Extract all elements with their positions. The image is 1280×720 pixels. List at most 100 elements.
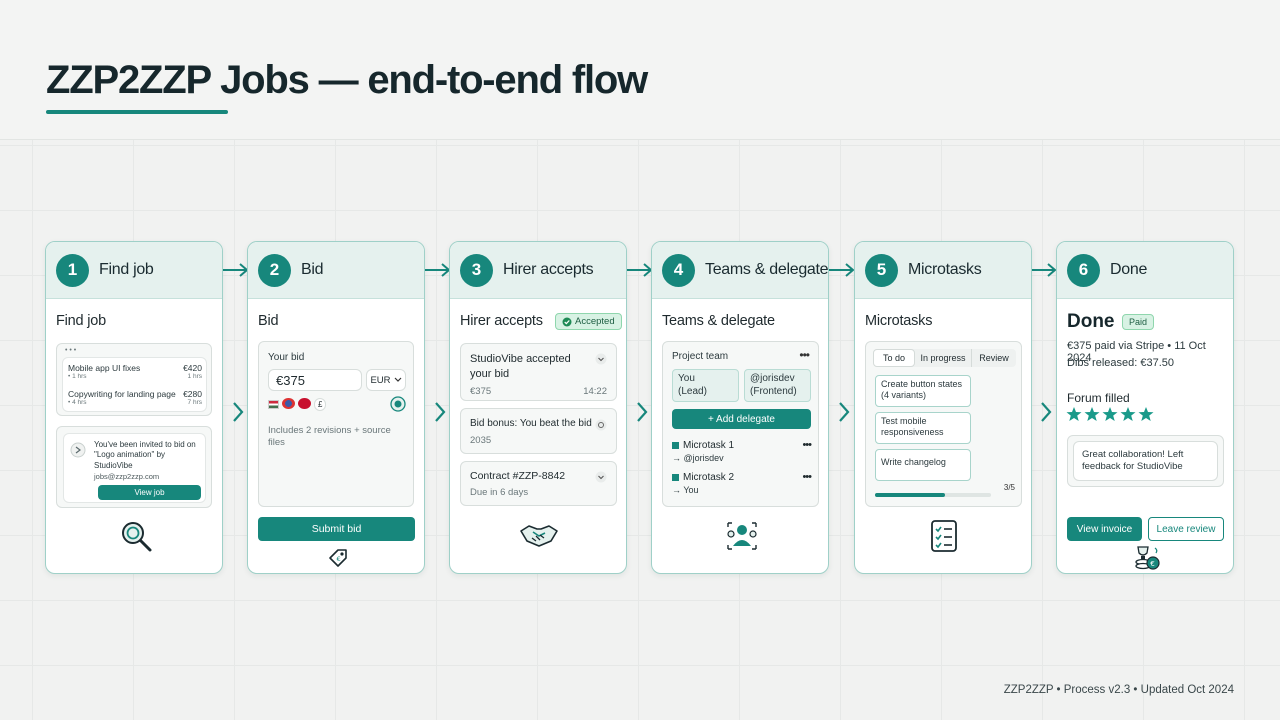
step-header: 5 Microtasks: [855, 242, 1031, 299]
view-job-button[interactable]: View job: [98, 485, 201, 500]
circle-icon[interactable]: [595, 419, 607, 431]
team-panel: Project team ••• You (Lead) @jorisdev (F…: [662, 341, 819, 507]
step-subtitle: Hirer accepts: [460, 313, 543, 329]
more-icon[interactable]: •••: [802, 439, 812, 451]
step-title: Bid: [301, 261, 324, 278]
task-checkbox-icon[interactable]: [672, 441, 679, 449]
progress-fill: [875, 493, 945, 497]
footer-version: ZZP2ZZP • Process v2.3 • Updated Oct 202…: [1003, 684, 1234, 696]
task-card[interactable]: Create button states (4 variants): [875, 375, 971, 407]
chevron-right-icon: [637, 402, 648, 422]
invite-panel: You've been invited to bid on "Logo anim…: [63, 433, 206, 503]
team-member[interactable]: You (Lead): [672, 369, 739, 402]
list-item[interactable]: StudioVibe accepted your bid €375 14:22: [460, 343, 617, 401]
step-header: 2 Bid: [248, 242, 424, 299]
item-meta: 2035: [470, 435, 492, 446]
task-card[interactable]: Test mobile responsiveness: [875, 412, 971, 444]
checklist-icon: [931, 520, 957, 552]
member-name: @jorisdev: [750, 373, 795, 384]
step-header: 1 Find job: [46, 242, 222, 299]
more-icon[interactable]: •••: [799, 348, 810, 362]
list-item[interactable]: Microtask 1 ••• → @jorisdev: [672, 439, 812, 463]
chevron-right-icon: [1041, 402, 1052, 422]
flag-us-icon[interactable]: [282, 398, 295, 409]
invite-text: You've been invited to bid on "Logo anim…: [94, 440, 196, 470]
gbp-option[interactable]: £: [314, 398, 327, 411]
paid-badge: Paid: [1122, 314, 1155, 330]
chevron-right-icon: [233, 402, 244, 422]
feedback-inner: Great collaboration! Left feedback for S…: [1073, 441, 1218, 481]
check-circle-icon: [390, 396, 406, 412]
task-assignee: → You: [672, 485, 699, 495]
chevron-down-icon[interactable]: [595, 471, 607, 483]
search-icon: [122, 522, 152, 552]
window-dots: • • •: [65, 347, 77, 354]
step-subtitle: Bid: [258, 313, 279, 329]
item-title: Bid bonus: You beat the bid: [470, 418, 592, 429]
step-subtitle: Microtasks: [865, 313, 933, 329]
step-title: Done: [1110, 261, 1148, 278]
tab-in-progress[interactable]: In progress: [920, 353, 966, 363]
step-number: 3: [460, 253, 493, 287]
list-item[interactable]: Contract #ZZP-8842 Due in 6 days: [460, 461, 617, 506]
tab-review[interactable]: Review: [971, 349, 1016, 367]
member-role: (Lead): [678, 385, 707, 397]
item-meta: Due in 6 days: [470, 487, 529, 498]
tab-to-do[interactable]: To do: [873, 349, 915, 367]
team-icon: [727, 522, 757, 550]
task-checkbox-icon[interactable]: [672, 473, 679, 481]
rating-stars: [1066, 406, 1154, 422]
svg-text:€: €: [1150, 560, 1154, 568]
step-title: Teams & delegate: [705, 261, 829, 278]
forum-label: Forum filled: [1067, 391, 1130, 405]
step-card-bid: 2 Bid Bid Your bid €375 EUR £ Includes 2…: [247, 241, 425, 574]
team-label: Project team: [672, 351, 729, 362]
add-delegate-button[interactable]: + Add delegate: [672, 409, 811, 429]
flag-uk-icon[interactable]: [298, 398, 311, 409]
header-arrow-4: [826, 263, 855, 277]
list-item[interactable]: Microtask 2 ••• → You: [672, 471, 812, 495]
list-item[interactable]: Copywriting for landing page€280 • 4 hrs…: [68, 389, 202, 406]
step-card-microtasks: 5 Microtasks Microtasks To do In progres…: [854, 241, 1032, 574]
step-card-find-job: 1 Find job Find job • • • Mobile app UI …: [45, 241, 223, 574]
step-number: 6: [1067, 253, 1100, 287]
star-icon: [1120, 407, 1136, 421]
step-title: Find job: [99, 261, 154, 278]
step-card-done: 6 Done Done Paid €375 paid via Stripe • …: [1056, 241, 1234, 574]
currency-value: EUR: [370, 374, 391, 386]
item-meta: €375: [470, 386, 492, 397]
title-underline: [46, 110, 228, 114]
more-icon[interactable]: •••: [802, 471, 812, 483]
star-icon: [1084, 407, 1100, 421]
progress-track: [875, 493, 991, 497]
step-card-hirer-accepts: 3 Hirer accepts Hirer accepts Accepted S…: [449, 241, 627, 574]
chevron-down-icon: [394, 377, 401, 382]
coins-trophy-icon: €: [1135, 546, 1160, 570]
feedback-text: Great collaboration! Left feedback for S…: [1082, 449, 1184, 473]
currency-select[interactable]: EUR: [366, 369, 406, 391]
step-header: 6 Done: [1057, 242, 1233, 299]
task-card[interactable]: Write changelog: [875, 449, 971, 481]
list-item[interactable]: Bid bonus: You beat the bid 2035: [460, 408, 617, 454]
view-invoice-button[interactable]: View invoice: [1067, 517, 1142, 541]
listing-price-meta: 1 hrs: [187, 373, 202, 380]
bid-amount-input[interactable]: €375: [268, 369, 362, 391]
bid-note: Includes 2 revisions + source files: [268, 425, 391, 449]
step-header: 3 Hirer accepts: [450, 242, 626, 299]
team-member[interactable]: @jorisdev (Frontend): [744, 369, 811, 402]
header-arrow-5: [1028, 263, 1057, 277]
step-title: Microtasks: [908, 261, 982, 278]
payment-line: €375 paid via Stripe • 11 Oct 2024: [1067, 340, 1206, 364]
step-header: 4 Teams & delegate: [652, 242, 828, 299]
leave-review-button[interactable]: Leave review: [1148, 517, 1224, 541]
chevron-down-icon[interactable]: [595, 353, 607, 365]
step-number: 1: [56, 253, 89, 287]
submit-bid-button[interactable]: Submit bid: [258, 517, 415, 541]
flag-hu-icon[interactable]: [268, 400, 279, 409]
step-subtitle: Teams & delegate: [662, 313, 775, 329]
listing-name: Copywriting for landing page: [68, 389, 176, 399]
feedback-box: Great collaboration! Left feedback for S…: [1067, 435, 1224, 487]
